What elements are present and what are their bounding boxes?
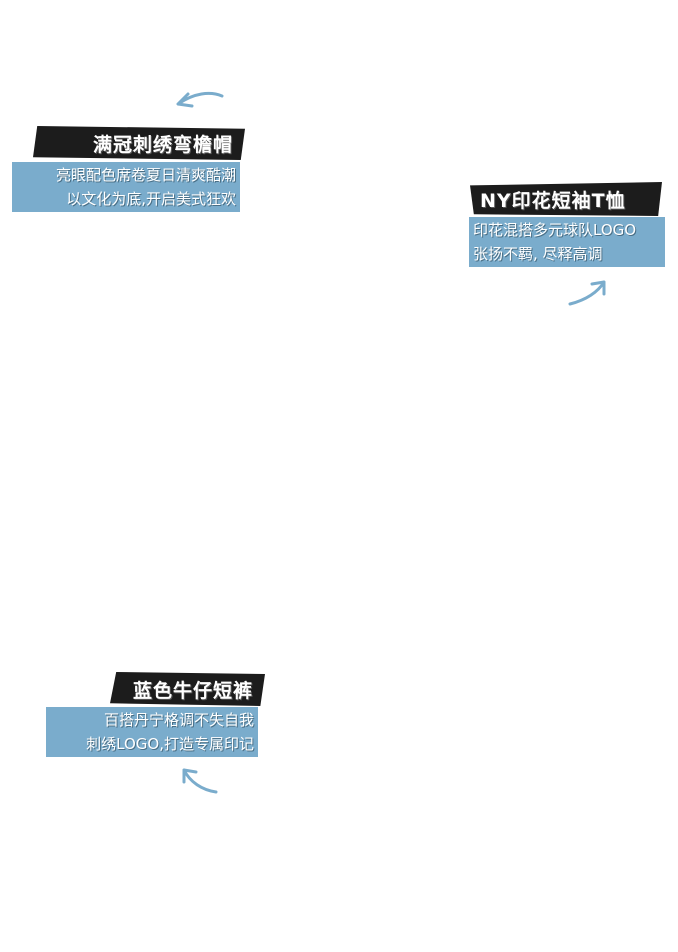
arrow-icon xyxy=(182,768,218,794)
card-description: 百搭丹宁格调不失自我 刺绣LOGO,打造专属印记 xyxy=(46,707,258,757)
card-title: 满冠刺绣弯檐帽 xyxy=(33,126,245,160)
description-line: 刺绣LOGO,打造专属印记 xyxy=(86,735,254,753)
card-description: 印花混搭多元球队LOGO 张扬不羁, 尽释高调 xyxy=(469,217,665,267)
card-description: 亮眼配色席卷夏日清爽酷潮 以文化为底,开启美式狂欢 xyxy=(12,162,240,212)
card-title: NY印花短袖T恤 xyxy=(470,182,662,216)
description-line: 印花混搭多元球队LOGO xyxy=(473,221,637,239)
description-line: 张扬不羁, 尽释高调 xyxy=(473,245,603,263)
arrow-icon xyxy=(568,280,606,306)
description-line: 以文化为底,开启美式狂欢 xyxy=(66,190,236,208)
description-line: 百搭丹宁格调不失自我 xyxy=(103,711,254,729)
card-title: 蓝色牛仔短裤 xyxy=(110,672,265,706)
description-line: 亮眼配色席卷夏日清爽酷潮 xyxy=(55,166,236,184)
arrow-icon xyxy=(176,91,224,108)
